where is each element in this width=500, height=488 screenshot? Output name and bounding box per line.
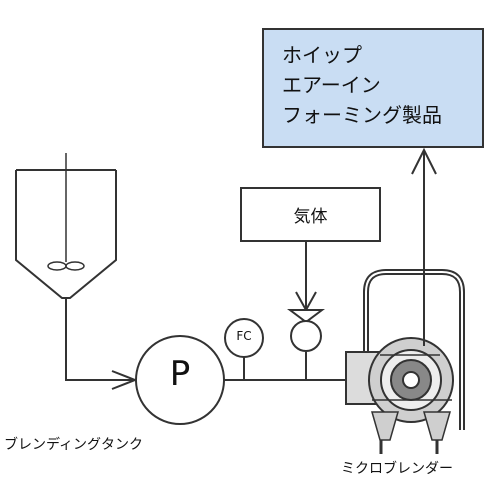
gas-input-box: 気体 (240, 187, 381, 242)
product-output-box: ホイップ エアーイン フォーミング製品 (262, 28, 484, 148)
output-line-3: フォーミング製品 (282, 103, 442, 127)
flow-controller (224, 318, 264, 380)
output-arrow (411, 147, 437, 346)
micro-blender (345, 269, 465, 454)
gas-label: 気体 (293, 207, 328, 227)
blending-tank-label: ブレンディングタンク (4, 437, 144, 453)
output-line-1: ホイップ (282, 43, 362, 67)
blending-tank (15, 153, 117, 299)
pump-label: P (169, 354, 191, 394)
flow-controller-label: FC (236, 329, 252, 343)
gas-valve (287, 309, 325, 352)
micro-blender-label: ミクロブレンダー (341, 461, 453, 477)
output-line-2: エアーイン (282, 73, 381, 97)
tank-to-pump-pipe (65, 298, 138, 390)
